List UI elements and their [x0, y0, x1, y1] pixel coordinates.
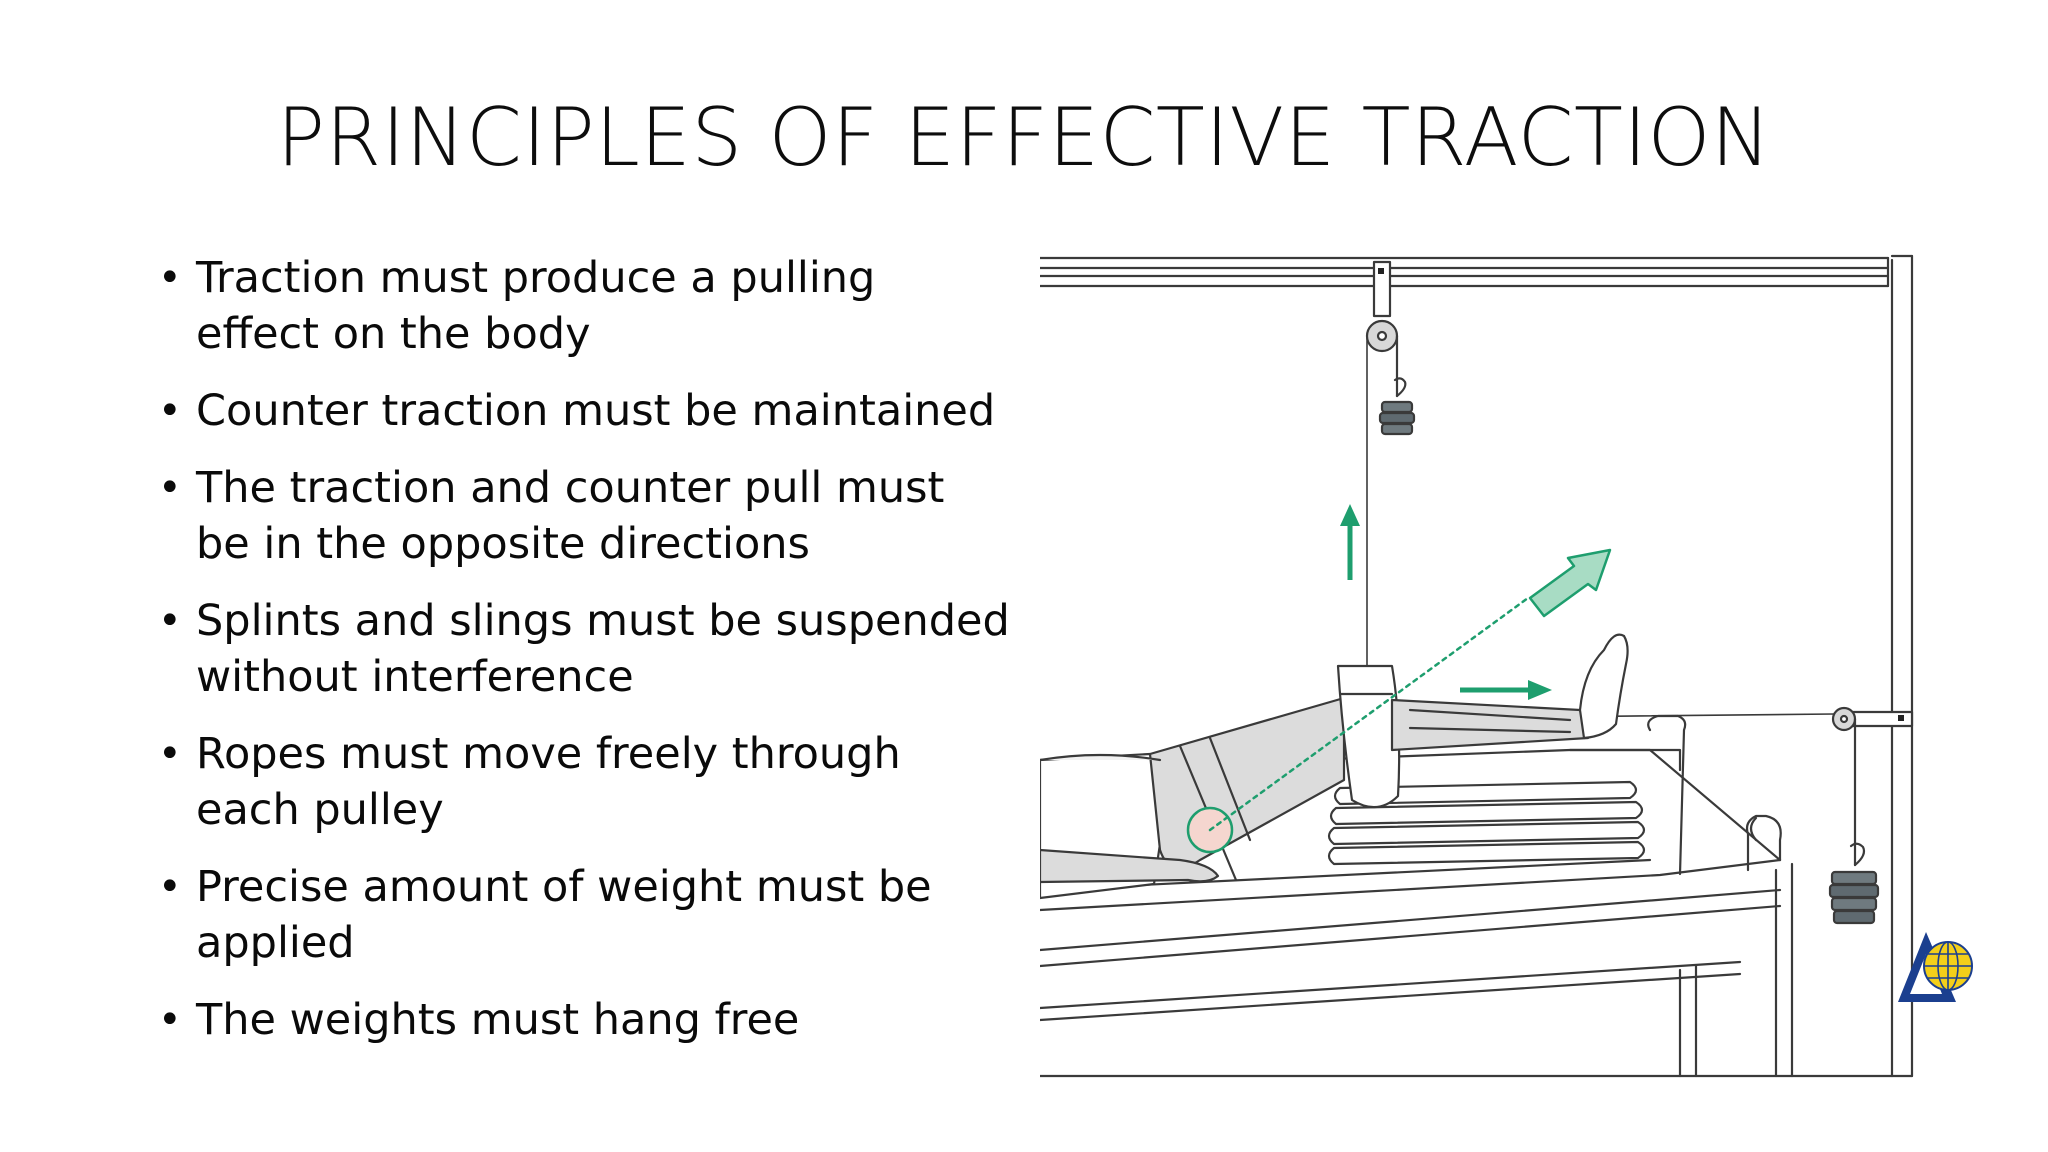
- bullet-item: • Splints and slings must be suspended wi…: [150, 593, 1010, 705]
- upward-arrow-icon: [1340, 504, 1360, 580]
- bullet-dot: •: [158, 864, 182, 910]
- bullet-text: Precise amount of weight must be applied: [196, 862, 932, 968]
- traction-illustration: [1040, 254, 1914, 1078]
- frame-post: [1890, 254, 1914, 1078]
- bullet-text: The weights must hang free: [196, 995, 800, 1045]
- bullet-item: • The weights must hang free: [150, 992, 1010, 1048]
- bullet-text: Traction must produce a pulling effect o…: [196, 253, 876, 359]
- patient: [1040, 633, 1629, 900]
- side-weight: [1828, 870, 1880, 925]
- bullet-item: • Precise amount of weight must be applie…: [150, 859, 1010, 971]
- bullet-dot: •: [158, 255, 182, 301]
- bullet-dot: •: [158, 997, 182, 1043]
- publisher-logo-icon: [1898, 932, 1973, 1002]
- top-weight: [1378, 400, 1416, 436]
- side-pulley: [1831, 706, 1914, 867]
- bullet-item: • The traction and counter pull must be i…: [150, 460, 1010, 572]
- bullet-item: • Traction must produce a pulling effect …: [150, 250, 1010, 362]
- bullet-text: Ropes must move freely through each pull…: [196, 729, 901, 835]
- bullet-dot: •: [158, 388, 182, 434]
- bullet-dot: •: [158, 465, 182, 511]
- folded-blankets: [1327, 780, 1646, 866]
- resultant-arrow-icon: [1528, 548, 1612, 618]
- bullet-text: Splints and slings must be suspended wit…: [196, 596, 1010, 702]
- bullet-text: Counter traction must be maintained: [196, 386, 996, 436]
- traction-vector-line: [1208, 596, 1530, 832]
- overhead-frame-bar: [1040, 256, 1890, 288]
- bullet-item: • Counter traction must be maintained: [150, 383, 1010, 439]
- slide-title: PRINCIPLES OF EFFECTIVE TRACTION: [276, 91, 1772, 184]
- bullet-dot: •: [158, 731, 182, 777]
- top-pulley: [1365, 260, 1407, 669]
- bullet-text: The traction and counter pull must be in…: [196, 463, 945, 569]
- bullet-list: • Traction must produce a pulling effect …: [150, 250, 1010, 1069]
- bullet-item: • Ropes must move freely through each pul…: [150, 726, 1010, 838]
- bullet-dot: •: [158, 598, 182, 644]
- horizontal-arrow-icon: [1460, 680, 1552, 700]
